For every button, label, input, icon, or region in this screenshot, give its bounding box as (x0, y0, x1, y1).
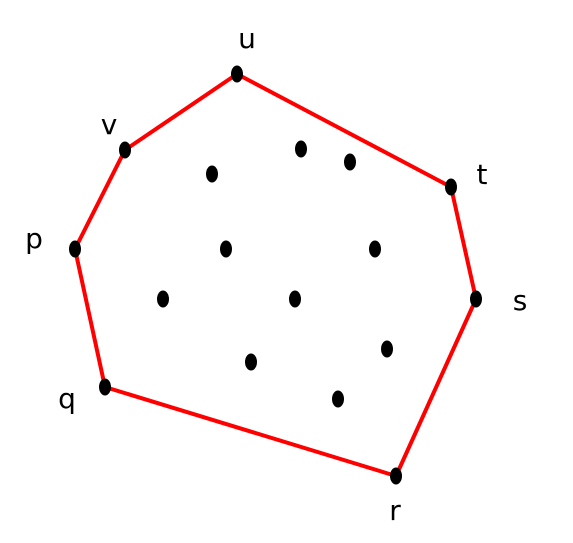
vertex-label-t: t (477, 158, 488, 191)
interior-point-5 (369, 240, 381, 258)
hull-vertex-point-s (470, 290, 482, 308)
hull-edge-r-q (103, 385, 398, 478)
vertex-label-p: p (25, 222, 43, 255)
hull-edges (73, 72, 478, 478)
interior-point-4 (220, 240, 232, 258)
vertex-label-u: u (238, 22, 256, 55)
hull-vertex-point-p (69, 240, 81, 258)
hull-edge-v-u (123, 72, 239, 152)
hull-edge-s-r (394, 297, 478, 478)
hull-edge-p-v (73, 148, 127, 251)
vertex-label-s: s (513, 284, 528, 317)
hull-vertex-point-u (231, 65, 243, 83)
interior-point-9 (245, 353, 257, 371)
interior-point-2 (295, 140, 307, 158)
vertex-label-v: v (101, 108, 118, 141)
hull-vertex-point-q (99, 378, 111, 396)
hull-edge-t-s (449, 185, 478, 301)
vertex-labels: u v p q r s t (25, 22, 527, 527)
vertex-label-q: q (58, 382, 76, 415)
interior-point-3 (344, 153, 356, 171)
hull-edge-u-t (235, 72, 453, 189)
vertex-label-r: r (389, 494, 401, 527)
interior-point-8 (381, 340, 393, 358)
hull-vertex-point-v (119, 141, 131, 159)
interior-point-10 (332, 390, 344, 408)
hull-edge-q-p (73, 247, 107, 389)
interior-point-7 (289, 290, 301, 308)
interior-point-6 (157, 290, 169, 308)
hull-vertex-point-t (445, 178, 457, 196)
interior-point-1 (206, 165, 218, 183)
hull-vertex-point-r (390, 467, 402, 485)
point-set (69, 65, 482, 485)
